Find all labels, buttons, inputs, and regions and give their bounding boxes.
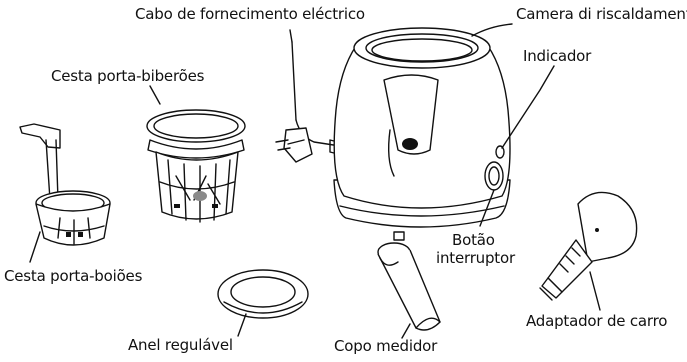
- label-switch-line1: Botão: [452, 231, 495, 249]
- leader-ring: [237, 313, 247, 337]
- leader-jar-basket: [29, 231, 41, 263]
- label-adjustable-ring: Anel regulável: [128, 336, 233, 354]
- leader-switch: [479, 189, 495, 227]
- leader-car-adapter: [589, 271, 601, 311]
- label-measuring-cup: Copo medidor: [334, 337, 438, 355]
- bottle-basket-illustration: [146, 109, 246, 223]
- power-cable-illustration: [275, 41, 347, 163]
- leader-bottle-basket: [149, 85, 161, 105]
- label-bottle-basket: Cesta porta-biberões: [51, 67, 205, 85]
- label-power-cable: Cabo de fornecimento eléctrico: [135, 5, 365, 23]
- label-car-adapter: Adaptador de carro: [526, 312, 668, 330]
- leader-indicator: [501, 65, 555, 149]
- leader-heating-chamber: [471, 23, 513, 37]
- label-switch-line2: interruptor: [436, 249, 515, 267]
- heating-chamber-illustration: [333, 27, 511, 241]
- adjustable-ring-illustration: [217, 269, 309, 319]
- label-indicator: Indicador: [523, 47, 592, 65]
- leader-cup: [401, 323, 411, 339]
- jar-basket-illustration: [19, 123, 111, 246]
- label-jar-basket: Cesta porta-boiões: [4, 267, 143, 285]
- car-adapter-illustration: [539, 191, 638, 301]
- label-heating-chamber: Camera di riscaldamento: [516, 5, 687, 23]
- measuring-cup-illustration: [377, 242, 441, 331]
- leader-power-cable: [289, 29, 293, 43]
